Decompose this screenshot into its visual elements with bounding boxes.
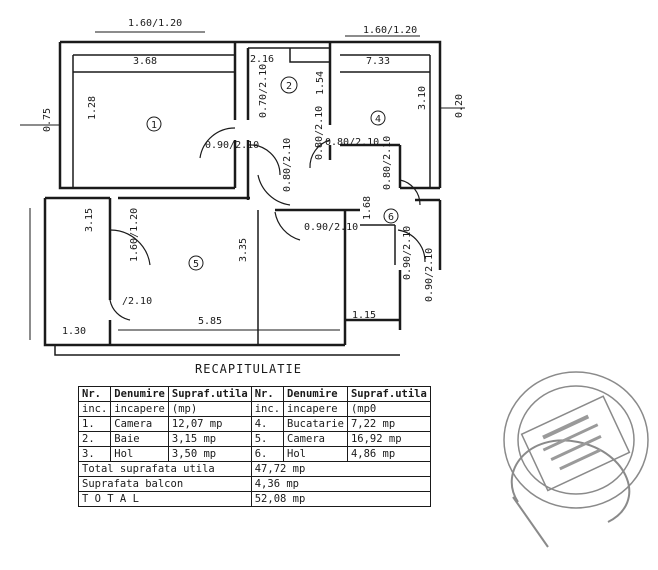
col-suprafata: Supraf.utila [167, 386, 252, 402]
dim-width-room2: 2.16 [250, 54, 274, 65]
row-name-right: Hol [283, 446, 348, 462]
col-nr-right: Nr. [250, 386, 285, 402]
row-nr-right: 5. [250, 431, 285, 447]
room-number-4: 4 [375, 114, 381, 125]
door-label-4: 0.80/2.10 [382, 136, 393, 190]
row-nr-right: 4. [250, 416, 285, 432]
dim-top-right: 1.60/1.20 [363, 25, 417, 36]
balcony-value: 4,36 mp [250, 476, 431, 492]
row-name: Baie [110, 431, 169, 447]
dim-height-6: 1.68 [362, 196, 373, 220]
door-label-8: /2.10 [122, 296, 152, 307]
row-name-right: Camera [283, 431, 348, 447]
dim-door-right-a: 0.90/2.10 [424, 248, 435, 302]
door-label-7: 0.80/2.10 [314, 106, 325, 160]
balcony-label: Suprafata balcon [78, 476, 252, 492]
room-number-5: 5 [193, 259, 199, 270]
row-area-right: 4,86 mp [346, 446, 431, 462]
row-name: Hol [110, 446, 169, 462]
door-label-5: 0.90/2.10 [304, 222, 358, 233]
table-row: 1. Camera 12,07 mp 4. Bucatarie 7,22 mp [77, 416, 431, 432]
row-area: 3,15 mp [167, 431, 252, 447]
dim-bottom-mid: 5.85 [198, 316, 222, 327]
col-denumire-sub-right: incapere [283, 401, 348, 417]
row-nr: 2. [77, 431, 112, 447]
door-label-1: 0.90/2.10 [205, 140, 259, 151]
grand-total-value: 52,08 mp [250, 491, 431, 507]
col-denumire-right: Denumire [283, 386, 348, 402]
dim-side-left: 0.75 [42, 108, 53, 132]
table-row: 2. Baie 3,15 mp 5. Camera 16,92 mp [77, 431, 431, 447]
col-suprafata-sub: (mp) [167, 401, 252, 417]
dim-width-room4: 7.33 [366, 56, 390, 67]
dim-height-4: 3.15 [84, 208, 95, 232]
col-suprafata-sub-right: (mp0 [346, 401, 431, 417]
dim-top-left: 1.60/1.20 [128, 18, 182, 29]
dim-height-2: 1.54 [315, 71, 326, 95]
col-nr-sub: inc. [77, 401, 112, 417]
grand-total-row: T O T A L 52,08 mp [78, 491, 431, 507]
row-nr-right: 6. [250, 446, 285, 462]
dim-side-right: 0.20 [454, 94, 465, 118]
dim-door-right-b: 0.90/2.10 [402, 226, 413, 280]
dim-height-3: 3.10 [417, 86, 428, 110]
row-area: 12,07 mp [167, 416, 252, 432]
room-number-1: 1 [151, 120, 157, 131]
row-name: Camera [110, 416, 169, 432]
total-value: 47,72 mp [250, 461, 431, 477]
dim-bottom-left: 1.30 [62, 326, 86, 337]
dim-height-1: 1.28 [87, 96, 98, 120]
room-number-markers: 1 2 4 5 6 [146, 76, 399, 271]
recap-title: RECAPITULATIE [195, 362, 302, 376]
col-nr-sub-right: inc. [250, 401, 285, 417]
dim-window-lower: 1.60/1.20 [129, 208, 140, 262]
row-nr: 1. [77, 416, 112, 432]
dim-width-room1: 3.68 [133, 56, 157, 67]
row-area: 3,50 mp [167, 446, 252, 462]
col-nr: Nr. [77, 386, 112, 402]
table-row: 3. Hol 3,50 mp 6. Hol 4,86 mp [77, 446, 431, 462]
row-name-right: Bucatarie [283, 416, 348, 432]
total-label: Total suprafata utila [78, 461, 252, 477]
balcony-row: Suprafata balcon 4,36 mp [78, 476, 431, 492]
door-label-6: 0.70/2.10 [258, 64, 269, 118]
room-number-2: 2 [286, 81, 292, 92]
row-nr: 3. [77, 446, 112, 462]
door-label-2: 0.80/2.10 [282, 138, 293, 192]
col-suprafata-right: Supraf.utila [346, 386, 431, 402]
floor-plan: 1.60/1.20 1.60/1.20 3.68 2.16 7.33 1.28 … [20, 18, 465, 356]
door-label-3: 0.80/2.10 [325, 137, 379, 148]
col-denumire: Denumire [110, 386, 169, 402]
col-denumire-sub: incapere [110, 401, 169, 417]
row-area-right: 16,92 mp [346, 431, 431, 447]
room-number-6: 6 [388, 212, 394, 223]
recap-table: Nr. Denumire Supraf.utila Nr. Denumire S… [77, 386, 431, 507]
dim-height-5: 3.35 [238, 238, 249, 262]
total-row: Total suprafata utila 47,72 mp [78, 461, 431, 477]
grand-total-label: T O T A L [78, 491, 252, 507]
row-area-right: 7,22 mp [346, 416, 431, 432]
official-stamp [503, 371, 649, 548]
dim-bottom-right: 1.15 [352, 310, 376, 321]
